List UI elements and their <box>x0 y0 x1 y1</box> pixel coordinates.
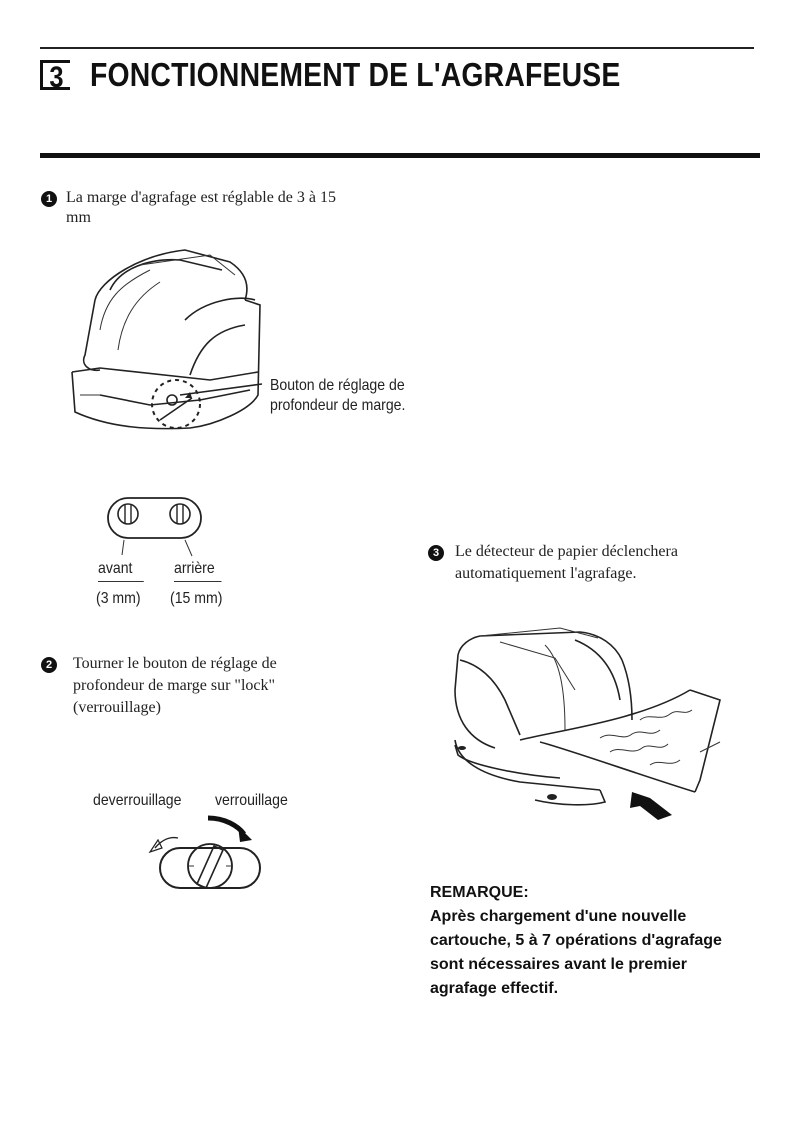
section-number-box: 3 <box>40 60 70 94</box>
step-2-text-line1: Tourner le bouton de réglage de <box>73 655 277 672</box>
note-line1: Après chargement d'une nouvelle <box>430 908 687 925</box>
page-title: FONCTIONNEMENT DE L'AGRAFEUSE <box>90 56 621 93</box>
section-number: 3 <box>49 61 64 94</box>
header-rule <box>40 47 754 49</box>
step-3-text-line2: automatiquement l'agrafage. <box>455 565 637 582</box>
step-2-bullet: 2 <box>41 657 57 673</box>
back-position-label: arrière <box>174 560 222 582</box>
front-position-label: avant <box>98 560 144 582</box>
step-2-text-line2: profondeur de marge sur "lock" <box>73 677 276 694</box>
note-line4: agrafage effectif. <box>430 980 559 997</box>
step-3-bullet: 3 <box>428 545 444 561</box>
step-1-bullet: 1 <box>41 191 57 207</box>
note-line3: sont nécessaires avant le premier <box>430 956 688 973</box>
back-position-value: (15 mm) <box>170 590 223 607</box>
stapler-body-1 <box>71 249 263 430</box>
step-3-text-line1: Le détecteur de papier déclenchera <box>455 543 678 560</box>
note-heading: REMARQUE: <box>430 884 529 901</box>
adjust-knob-callout-line1: Bouton de réglage de <box>270 377 405 394</box>
front-position-value: (3 mm) <box>96 590 141 607</box>
lock-label: verrouillage <box>215 792 288 809</box>
stapler-body-2 <box>454 627 721 820</box>
note-line2: cartouche, 5 à 7 opérations d'agrafage <box>430 932 722 949</box>
unlock-label: deverrouillage <box>93 792 182 809</box>
step-2-text-line3: (verrouillage) <box>73 699 161 716</box>
step-1-text-line1: La marge d'agrafage est réglable de 3 à … <box>66 189 337 206</box>
adjust-knob-callout-line2: profondeur de marge. <box>270 397 406 414</box>
step-1-text-line2: mm <box>66 209 91 226</box>
section-divider <box>40 153 760 158</box>
